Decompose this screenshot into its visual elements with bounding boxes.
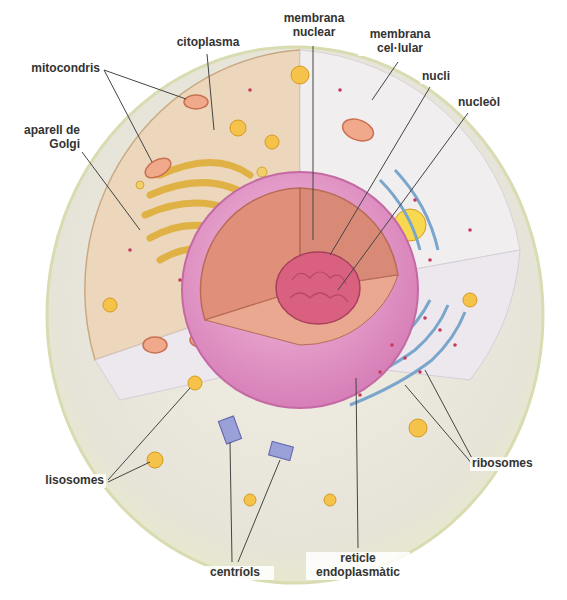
nucleolus-texture bbox=[290, 272, 348, 302]
part-label: membrana nuclear bbox=[278, 12, 350, 40]
part-label: reticle endoplasmàtic bbox=[306, 552, 410, 580]
part-label: nucleòl bbox=[456, 96, 526, 110]
centrioles bbox=[218, 416, 293, 461]
lysosomes bbox=[103, 66, 477, 506]
nucleolus bbox=[276, 252, 360, 324]
nucleus bbox=[182, 172, 418, 408]
ribosomes-dots bbox=[128, 88, 472, 397]
part-label: ribosomes bbox=[470, 457, 550, 471]
part-label: nucli bbox=[420, 70, 470, 84]
part-label: citoplasma bbox=[172, 36, 244, 50]
leader-lines bbox=[82, 46, 474, 562]
part-label: centríols bbox=[196, 566, 274, 580]
part-label: lisosomes bbox=[26, 474, 106, 488]
part-label: mitocondris bbox=[16, 62, 102, 76]
cell-membrane bbox=[47, 47, 543, 583]
part-label: aparell de Golgi bbox=[10, 124, 82, 152]
part-label: membrana cel·lular bbox=[358, 28, 442, 56]
